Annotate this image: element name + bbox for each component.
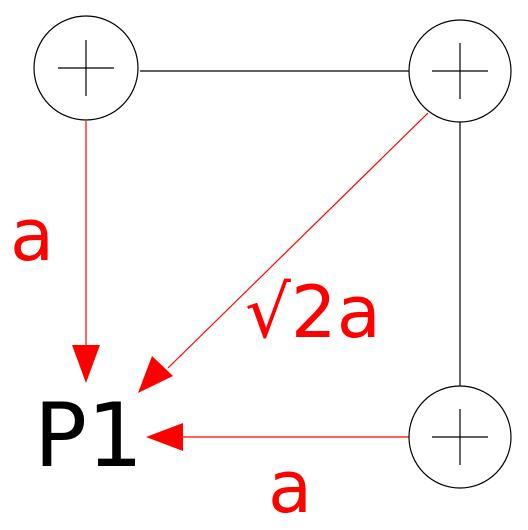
arrow-diagonal-head <box>138 356 173 393</box>
charge-top-right <box>408 19 512 123</box>
distance-label-bottom: a <box>268 445 312 529</box>
arrow-diagonal-line <box>167 112 429 369</box>
arrow-bottom-head <box>146 423 183 451</box>
charge-top-left <box>33 15 139 121</box>
distance-label-left: a <box>10 193 54 277</box>
distance-label-diagonal: √2a <box>245 270 381 354</box>
charge-bottom-right <box>408 385 512 489</box>
arrow-left-head <box>72 345 100 383</box>
point-label: P1 <box>34 384 143 487</box>
